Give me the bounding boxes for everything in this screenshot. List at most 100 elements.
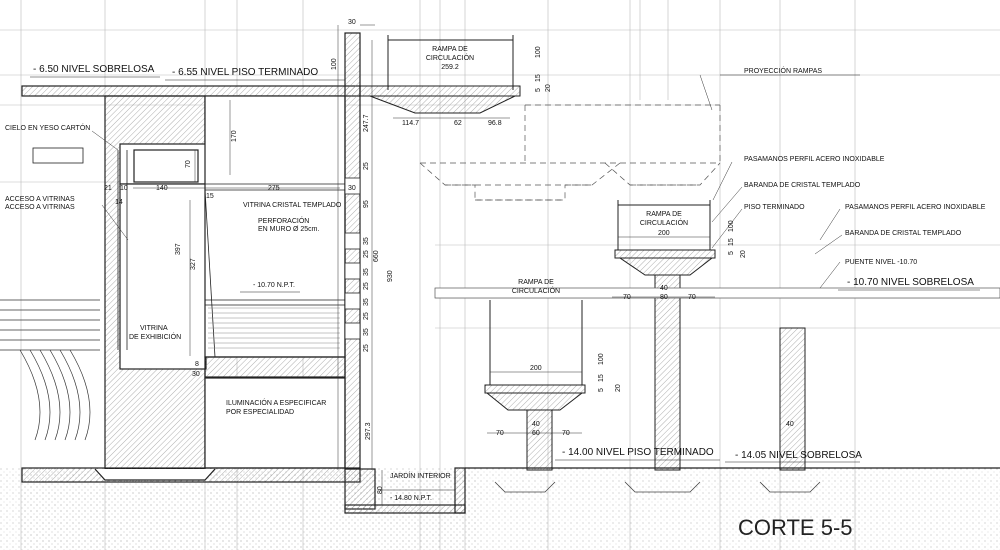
ramp-label: RAMPA DE: [432, 46, 468, 53]
dimension: 8: [195, 361, 199, 368]
dimension: 275: [268, 185, 280, 192]
dimension: 5: [728, 251, 735, 255]
footing: [759, 481, 821, 493]
note-label: BARANDA DE CRISTAL TEMPLADO: [744, 182, 861, 189]
dimension: 15: [535, 74, 542, 82]
dimension: 20: [740, 250, 747, 258]
drawing-title: CORTE 5-5: [738, 515, 853, 540]
note-label: EN MURO Ø 25cm.: [258, 226, 320, 233]
dimension: 70: [496, 430, 504, 437]
dimension: 21: [104, 185, 112, 192]
note-label: PERFORACIÓN: [258, 216, 309, 225]
dimension: 60: [532, 430, 540, 437]
note-label: PASAMANOS PERFIL ACERO INOXIDABLE: [845, 204, 986, 211]
dimension: 80: [660, 294, 668, 301]
dimension: 30: [192, 371, 200, 378]
dimension: 35: [363, 237, 370, 245]
dimension: 5: [535, 88, 542, 92]
ramp-label: CIRCULACIÓN: [426, 53, 474, 62]
bridge-slab: [434, 287, 1000, 299]
dimension: 70: [185, 160, 192, 168]
note-label: ACCESO A VITRINAS: [5, 204, 75, 211]
column-right: [779, 327, 806, 471]
level-label: PUENTE NIVEL -10.70: [845, 259, 917, 266]
dimension: 10: [120, 185, 128, 192]
dimension: 930: [387, 270, 394, 282]
note-label: VITRINA: [140, 325, 168, 332]
dimension: 200: [658, 230, 670, 237]
level-label: - 14.05 NIVEL SOBRELOSA: [735, 450, 862, 461]
note-label: DE EXHIBICIÓN: [129, 332, 181, 341]
dimension: 25: [363, 162, 370, 170]
dimension: 140: [156, 185, 168, 192]
note-label: ACCESO A VITRINAS: [5, 196, 75, 203]
dimension: 100: [331, 58, 338, 70]
dimension: 30: [348, 19, 356, 26]
dimension: 35: [363, 268, 370, 276]
level-label: - 6.55 NIVEL PISO TERMINADO: [172, 67, 318, 78]
dimension: 660: [373, 250, 380, 262]
note-label: VITRINA CRISTAL TEMPLADO: [243, 202, 342, 209]
dimension: 170: [231, 130, 238, 142]
dimension: 70: [623, 294, 631, 301]
dimension: 70: [688, 294, 696, 301]
right-ramp: [614, 200, 716, 471]
dimension: 327: [190, 258, 197, 270]
dimension: 397: [175, 243, 182, 255]
wall-perforations: [344, 177, 361, 340]
note-label: CIELO EN YESO CARTÓN: [5, 123, 90, 132]
level-label: - 6.50 NIVEL SOBRELOSA: [33, 64, 155, 75]
note-label: POR ESPECIALIDAD: [226, 409, 294, 416]
dimension: 100: [728, 220, 735, 232]
level-lines: [30, 74, 980, 491]
ramp-label: 259.2: [441, 64, 459, 71]
dimension: 100: [598, 353, 605, 365]
dimension: 14: [115, 199, 123, 206]
leader-lines: [91, 74, 843, 289]
note-label: PROYECCIÓN RAMPAS: [744, 66, 822, 75]
dimension: 20: [615, 384, 622, 392]
dimension: 70: [562, 430, 570, 437]
dimension: 100: [535, 46, 542, 58]
ramp-label: CIRCULACIÓN: [640, 218, 688, 227]
level-label: - 14.80 N.P.T.: [390, 495, 432, 502]
level-label: - 10.70 NIVEL SOBRELOSA: [847, 277, 974, 288]
dimension: 15: [598, 374, 605, 382]
dimension-lines: [133, 24, 715, 505]
dimension: 15: [728, 238, 735, 246]
dimension: 40: [786, 421, 794, 428]
ramp-label: RAMPA DE: [646, 211, 682, 218]
structure: [21, 32, 466, 514]
dimension: 96.8: [488, 120, 502, 127]
vitrine-glass: [208, 307, 340, 349]
note-label: JARDÍN INTERIOR: [390, 471, 451, 480]
dimension: 114.7: [402, 120, 419, 127]
footing: [624, 481, 701, 493]
dimension: 25: [363, 282, 370, 290]
note-label: ILUMINACIÓN A ESPECIFICAR: [226, 398, 326, 407]
dimension: 25: [363, 312, 370, 320]
dimension: 297.3: [365, 422, 372, 440]
dimension: 15: [206, 193, 214, 200]
note-label: BARANDA DE CRISTAL TEMPLADO: [845, 230, 962, 237]
middle-ramp: [484, 300, 586, 471]
dimension: 40: [532, 421, 540, 428]
dimension: 200: [530, 365, 542, 372]
dimension: 62: [454, 120, 462, 127]
dimension: 35: [363, 328, 370, 336]
level-label: - 10.70 N.P.T.: [253, 282, 295, 289]
dimension: 80: [377, 486, 384, 494]
dimension: 95: [363, 200, 370, 208]
dimension: 20: [545, 84, 552, 92]
dimension: 30: [348, 185, 356, 192]
dimension: 25: [363, 344, 370, 352]
ramp-label: CIRCULACIÓN: [512, 286, 560, 295]
dimension: 40: [660, 285, 668, 292]
level-label: - 14.00 NIVEL PISO TERMINADO: [562, 447, 714, 458]
dimension: 25: [363, 250, 370, 258]
ramp-projection: [419, 104, 721, 201]
dimension: 5: [598, 388, 605, 392]
note-label: PASAMANOS PERFIL ACERO INOXIDABLE: [744, 156, 885, 163]
